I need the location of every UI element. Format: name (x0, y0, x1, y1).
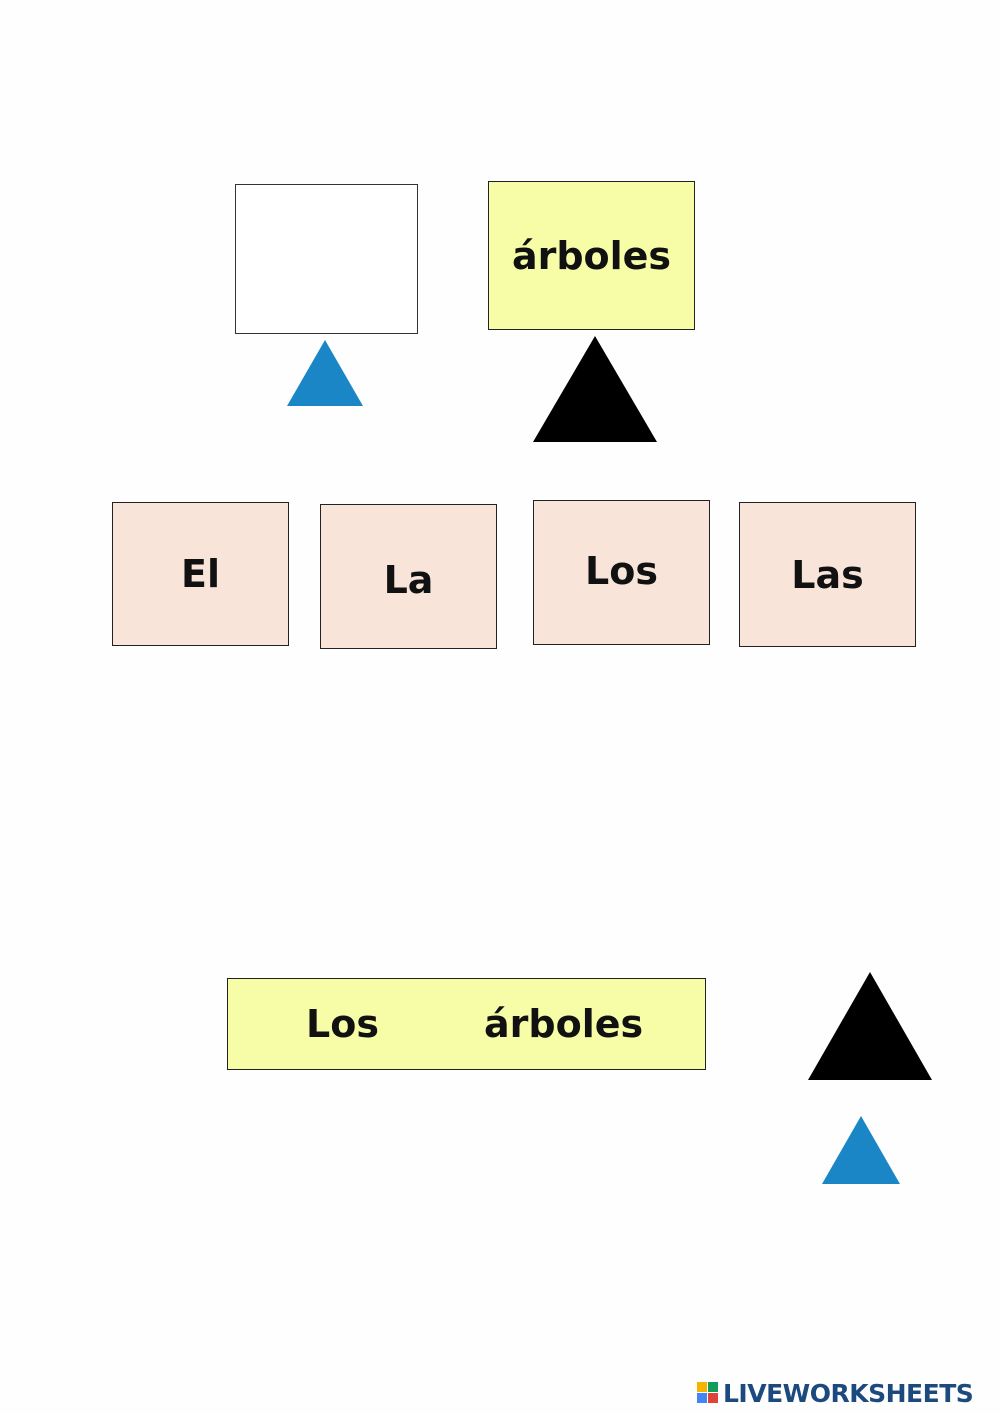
article-option-label: La (383, 557, 434, 602)
article-option-la[interactable]: La (320, 504, 497, 649)
article-option-las[interactable]: Las (739, 502, 916, 647)
blue-triangle-icon (287, 340, 363, 406)
black-triangle-icon (808, 972, 932, 1080)
answer-strip: Los árboles (227, 978, 706, 1070)
brand-mark-icon (697, 1382, 719, 1404)
noun-card-label: árboles (511, 233, 672, 278)
article-option-label: El (181, 552, 220, 596)
answer-article: Los (306, 1002, 379, 1046)
black-triangle-icon (533, 336, 657, 442)
brand-name: LIVEWORKSHEETS (723, 1378, 974, 1408)
article-option-label: Los (585, 548, 658, 593)
article-option-los[interactable]: Los (533, 500, 710, 645)
noun-card: árboles (488, 181, 695, 330)
answer-noun: árboles (484, 1002, 644, 1046)
article-option-el[interactable]: El (112, 502, 289, 646)
article-dropzone[interactable] (235, 184, 418, 334)
article-option-label: Las (791, 552, 864, 597)
liveworksheets-logo: LIVEWORKSHEETS (697, 1378, 974, 1408)
blue-triangle-icon (822, 1116, 900, 1184)
